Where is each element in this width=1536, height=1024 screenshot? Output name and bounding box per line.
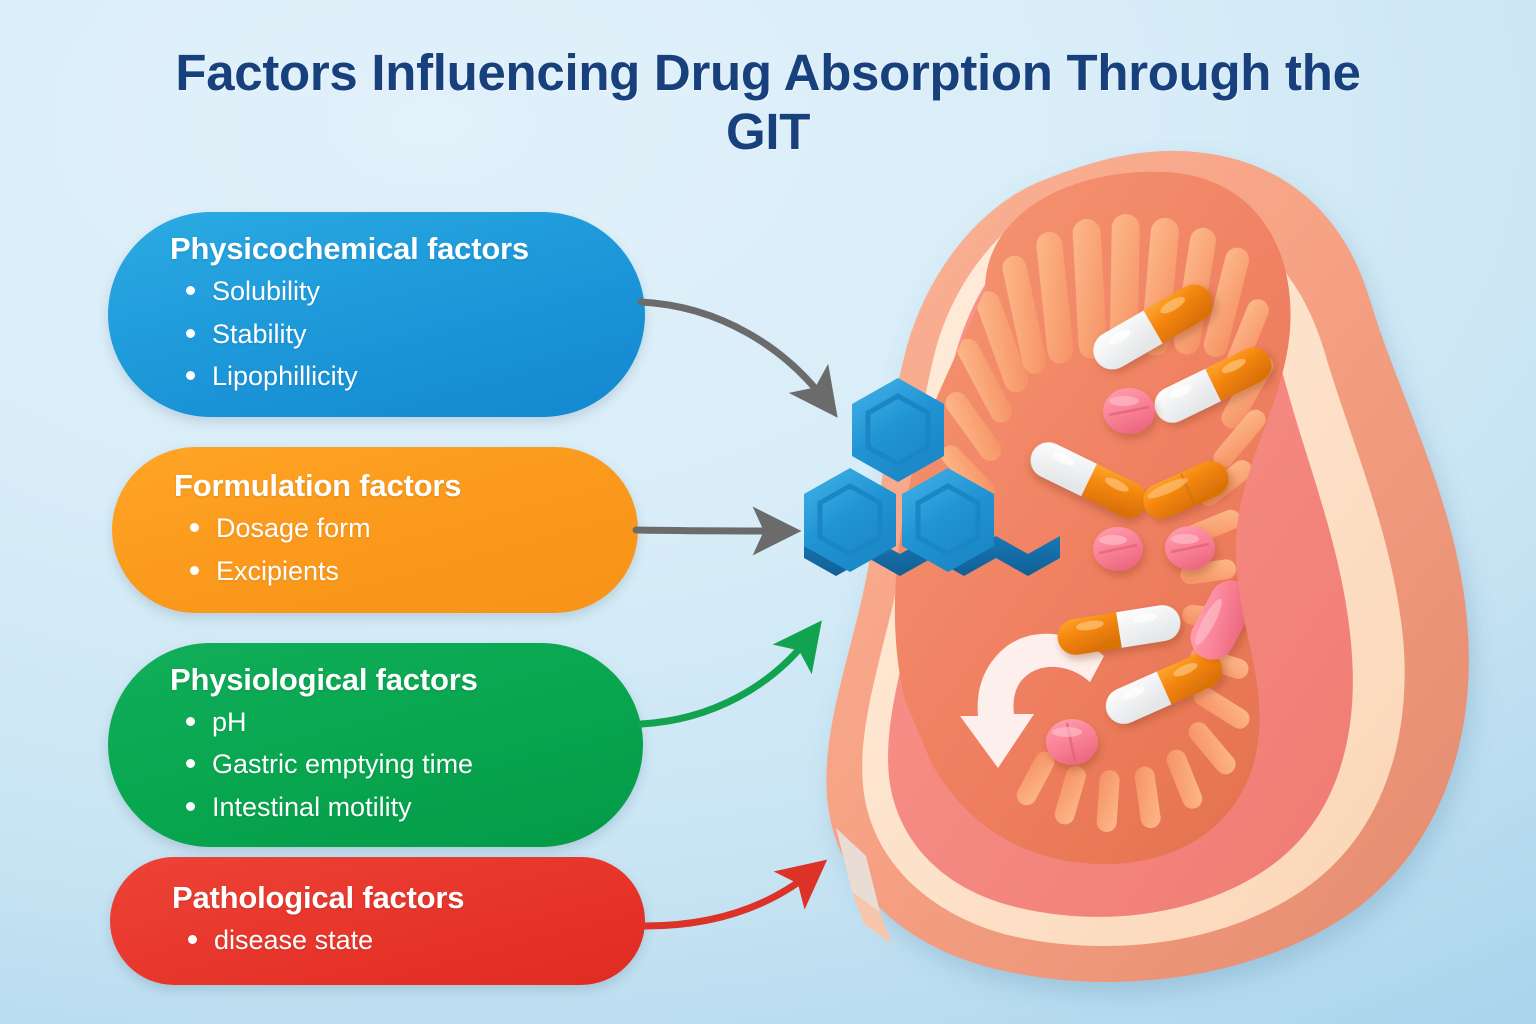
capsule-icon <box>1105 652 1223 724</box>
capsule-icon <box>1143 461 1229 519</box>
motility-arrow-icon <box>960 633 1104 768</box>
capsule-icon <box>1093 284 1213 370</box>
factor-list-item: disease state <box>188 919 635 962</box>
factor-card-title: Pathological factors <box>172 880 465 916</box>
factor-card-formulation[interactable]: Formulation factors Dosage form Excipien… <box>112 447 638 613</box>
tablet-icon <box>1103 388 1155 434</box>
factor-list-item: Dosage form <box>190 507 628 550</box>
factor-list-item: Solubility <box>186 270 635 313</box>
arrow-formulation-to-molecule <box>632 506 802 556</box>
factor-list-item: Stability <box>186 313 635 356</box>
hexagon-icon <box>852 378 944 482</box>
page-title-line-1: Factors Influencing Drug Absorption Thro… <box>175 44 1361 101</box>
hexagon-molecule-icon <box>804 378 1060 576</box>
arrow-physiological-to-molecule <box>637 620 822 728</box>
factor-list: pH Gastric emptying time Intestinal moti… <box>108 701 633 829</box>
factor-list: Dosage form Excipients <box>112 507 628 592</box>
capsule-icon <box>1057 605 1181 655</box>
factor-card-pathological[interactable]: Pathological factors disease state <box>110 857 645 985</box>
page-title-line-2: GIT <box>725 102 811 160</box>
factor-list: disease state <box>110 919 635 962</box>
factor-list-item: Lipophillicity <box>186 355 635 398</box>
stomach-cut-edge <box>836 828 892 944</box>
tablet-icon <box>1190 580 1254 660</box>
page-title: Factors Influencing Drug Absorption Thro… <box>58 44 1478 161</box>
tablet-icon <box>1046 719 1098 765</box>
factor-card-physiological[interactable]: Physiological factors pH Gastric emptyin… <box>108 643 643 847</box>
tablet-icon <box>1093 527 1143 571</box>
factor-list-item: Gastric emptying time <box>186 743 633 786</box>
hexagon-icon <box>804 468 896 572</box>
factor-list: Solubility Stability Lipophillicity <box>108 270 635 398</box>
factor-list-item: Intestinal motility <box>186 786 633 829</box>
factor-card-title: Formulation factors <box>174 467 462 503</box>
factor-card-title: Physiological factors <box>170 661 478 697</box>
arrow-pathological-to-stomach <box>641 859 828 930</box>
factor-card-title: Physicochemical factors <box>170 231 529 267</box>
factor-list-item: pH <box>186 701 633 744</box>
factor-list-item: Excipients <box>190 550 628 593</box>
tablet-icon <box>1165 526 1215 570</box>
factor-card-physicochemical[interactable]: Physicochemical factors Solubility Stabi… <box>108 212 645 417</box>
capsule-icon <box>1154 347 1272 423</box>
hexagon-icon <box>902 468 994 572</box>
